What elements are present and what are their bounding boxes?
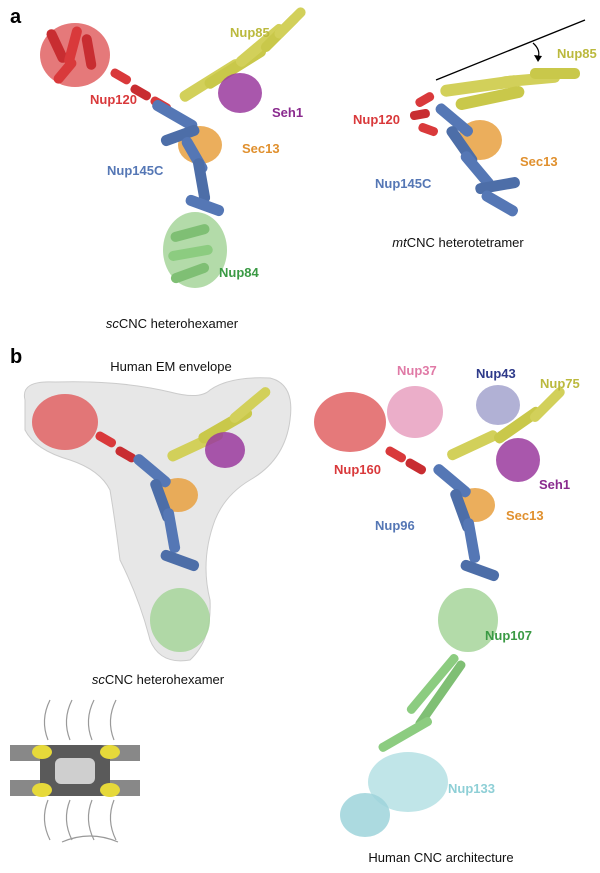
nup160-domain [314, 392, 386, 452]
nup37-domain [387, 386, 443, 438]
sc-label-nup85: Nup85 [230, 25, 270, 40]
sc-caption-a-rest: CNC heterohexamer [119, 316, 239, 331]
panel-b-letter: b [10, 346, 22, 368]
panel-a-letter: a [10, 6, 22, 28]
label-seh1: Seh1 [539, 477, 570, 492]
sc-label-sec13: Sec13 [242, 141, 280, 156]
mt-caption-italic: mt [392, 235, 408, 250]
sc-caption-b: scCNC heterohexamer [92, 672, 225, 687]
sc-caption-b-rest: CNC heterohexamer [105, 672, 225, 687]
label-sec13: Sec13 [506, 508, 544, 523]
npc-schematic-icon [10, 699, 140, 843]
mt-nup145c-domain [435, 103, 520, 217]
seh1-domain [218, 73, 262, 113]
nup145c-domain [152, 100, 225, 217]
label-nup37: Nup37 [397, 363, 437, 378]
mt-label-nup85: Nup85 [557, 46, 597, 61]
sc-cnc-structure [40, 7, 306, 288]
label-nup75: Nup75 [540, 376, 580, 391]
label-nup43: Nup43 [476, 366, 516, 381]
env-nup84-domain [150, 588, 210, 652]
sc-label-nup120: Nup120 [90, 92, 137, 107]
human-caption: Human CNC architecture [368, 850, 513, 865]
mt-label-nup145c: Nup145C [375, 176, 432, 191]
sc-label-seh1: Seh1 [272, 105, 303, 120]
envelope-sc-structure [32, 387, 271, 652]
mt-caption: mtCNC heterotetramer [392, 235, 524, 250]
mt-nup85-domain [440, 68, 580, 111]
mt-cnc-structure [409, 19, 586, 217]
nup84-domain [163, 212, 227, 288]
env-nup85-domain [167, 387, 271, 462]
sc-caption-a: scCNC heterohexamer [106, 316, 239, 331]
human-seh1-domain [496, 438, 540, 482]
nup85-domain [179, 7, 306, 102]
human-cnc-structure [314, 385, 565, 837]
env-nup120-domain [32, 394, 98, 450]
sc-caption-a-italic: sc [106, 316, 120, 331]
mt-label-sec13: Sec13 [520, 154, 558, 169]
sc-caption-b-italic: sc [92, 672, 106, 687]
label-nup160: Nup160 [334, 462, 381, 477]
rotation-arrowhead [534, 55, 542, 62]
mt-nup120-domain [409, 92, 438, 137]
nup96-domain [433, 464, 500, 582]
nup133-domain [340, 653, 466, 837]
mt-caption-rest: CNC heterotetramer [407, 235, 525, 250]
label-nup96: Nup96 [375, 518, 415, 533]
envelope-title: Human EM envelope [110, 359, 231, 374]
nup75-domain [447, 387, 565, 461]
label-nup133: Nup133 [448, 781, 495, 796]
nup107-domain [438, 588, 498, 652]
nup43-domain [476, 385, 520, 425]
env-seh1-domain [205, 432, 245, 468]
nup120-domain [40, 23, 172, 113]
sc-label-nup84: Nup84 [219, 265, 260, 280]
env-nup145c-domain [133, 454, 200, 572]
label-nup107: Nup107 [485, 628, 532, 643]
sc-label-nup145c: Nup145C [107, 163, 164, 178]
rotation-line [435, 19, 586, 81]
mt-label-nup120: Nup120 [353, 112, 400, 127]
